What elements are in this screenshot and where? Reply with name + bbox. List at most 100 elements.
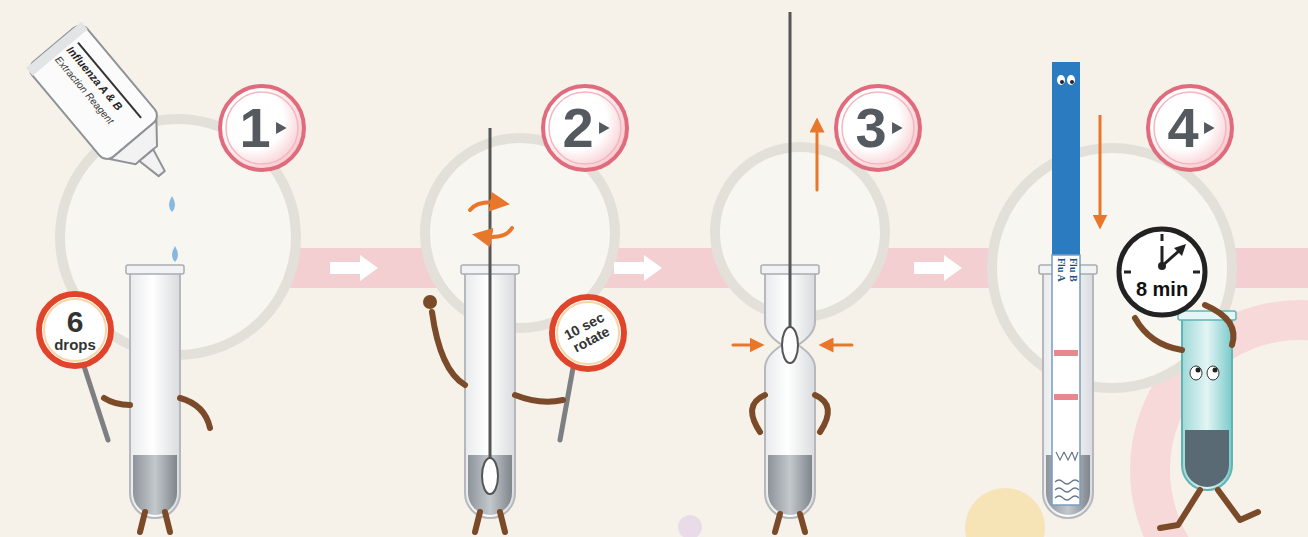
step-number-badge-outline-part — [276, 122, 287, 134]
timer-clock-outline-part — [1161, 234, 1164, 241]
reagent-drop-part — [169, 196, 175, 212]
motion-arrow-part — [826, 344, 852, 347]
step-number: 4 — [1167, 100, 1212, 156]
step-number-badge-outline-part — [1154, 92, 1226, 164]
tube-arms-part — [1205, 305, 1233, 345]
motion-arrow — [1099, 115, 1102, 222]
motion-arrow-part — [816, 125, 819, 190]
tube-arms — [423, 295, 563, 532]
test-strip-part — [1070, 80, 1074, 84]
timer-clock-outline-part — [1124, 271, 1131, 274]
test-strip — [1052, 62, 1080, 505]
step-number: 1 — [239, 100, 284, 156]
running-tube-part — [1213, 368, 1218, 373]
tube-arms-part — [1218, 490, 1258, 520]
test-strip-part — [1052, 62, 1080, 255]
sign-stick — [560, 368, 573, 440]
timer-clock-outline-part — [1119, 229, 1205, 315]
test-strip-part — [1060, 80, 1064, 84]
tube-arms — [1135, 305, 1258, 528]
step-number-badge: 1 — [218, 84, 306, 172]
step-number-badge-outline-part — [549, 92, 621, 164]
tube-arms-part — [500, 512, 505, 532]
flow-arrow-part — [614, 255, 662, 281]
tube-arms — [752, 395, 828, 532]
swab — [482, 128, 498, 494]
tube-arms-part — [432, 312, 465, 385]
tube-arms-part — [775, 514, 780, 532]
running-tube-part — [1182, 318, 1232, 490]
count-sign: 6drops — [36, 291, 114, 369]
sign-text: drops — [54, 337, 96, 354]
test-strip-part — [1057, 75, 1065, 85]
step-number-badge-outline-part — [1148, 86, 1232, 170]
tube-arms-part — [815, 395, 828, 432]
running-tube-part — [1207, 366, 1219, 380]
reagent-bottle-part — [139, 149, 168, 179]
step-number-badge-outline-part — [1204, 122, 1215, 134]
timer-clock: 8 min — [1116, 226, 1208, 318]
step-number-badge-outline-part — [836, 86, 920, 170]
timer-clock-outline-part — [1158, 262, 1166, 270]
swab-part — [489, 128, 492, 460]
step-number-badge-outline-part — [220, 86, 304, 170]
sign-text: 6 — [67, 307, 84, 337]
rotate-arrow-part — [482, 228, 512, 237]
tube-arms-part — [800, 514, 805, 532]
reagent-drop — [169, 196, 178, 262]
test-strip-part — [1054, 350, 1078, 356]
count-sign-outline-part — [39, 294, 111, 366]
pinched-tube-part — [768, 455, 812, 515]
step-number-badge: 4 — [1146, 84, 1234, 172]
strip-label: Flu A — [1055, 258, 1067, 282]
step-number: 2 — [562, 100, 607, 156]
timer-clock-outline-part — [1193, 271, 1200, 274]
tube-arms-part — [165, 512, 170, 532]
tube-arms-part — [104, 398, 130, 405]
time-sign-outline-part — [552, 297, 624, 369]
tube-arms-part — [1135, 318, 1182, 350]
flow-arrow-part — [914, 255, 962, 281]
flow-arrow-part — [330, 255, 378, 281]
test-tube — [126, 265, 184, 518]
test-strip-part — [1056, 452, 1078, 460]
step-number: 3 — [855, 100, 900, 156]
tube-arms — [104, 398, 210, 532]
timer-text: 8 min — [1136, 279, 1188, 299]
strip-label: Flu B — [1067, 258, 1079, 282]
tube-arms-part — [752, 395, 765, 432]
rotate-arrow — [470, 202, 512, 237]
running-tube-part — [1196, 368, 1201, 373]
step-number-badge-outline-part — [842, 92, 914, 164]
time-sign-outline-part — [557, 302, 619, 364]
running-tube — [1178, 311, 1236, 490]
test-strip-part — [1067, 75, 1075, 85]
running-tube-part — [1185, 430, 1229, 487]
motion-arrow — [733, 125, 852, 345]
tube-arms-part — [515, 395, 563, 402]
swab-part — [789, 12, 792, 330]
swab-part — [482, 458, 498, 494]
step-number-badge: 3 — [834, 84, 922, 172]
background-decor-part — [965, 488, 1045, 537]
tube-arms-part — [423, 295, 437, 309]
step-number-badge-outline-part — [599, 122, 610, 134]
rotate-arrow-part — [470, 202, 500, 210]
step-number-badge-outline-part — [892, 122, 903, 134]
swab-part — [782, 327, 798, 363]
timer-clock-outline — [1116, 226, 1208, 318]
step-number-badge-outline-part — [226, 92, 298, 164]
swab — [782, 12, 798, 363]
tube-arms-part — [475, 512, 480, 532]
tube-arms-part — [180, 398, 210, 428]
reagent-drop-part — [172, 246, 178, 262]
motion-arrow-part — [733, 344, 757, 347]
test-strip-part — [1054, 394, 1078, 400]
tube-arms-part — [1160, 490, 1200, 528]
timer-clock-outline-part — [1174, 244, 1186, 256]
running-tube-part — [1190, 366, 1202, 380]
test-strip-part — [1055, 480, 1079, 500]
reagent-bottle-part — [78, 43, 141, 118]
